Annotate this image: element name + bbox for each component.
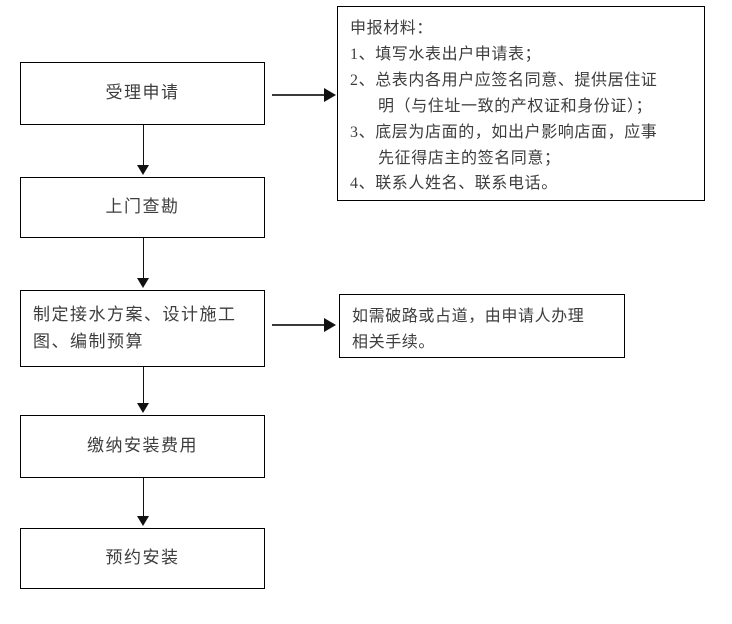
info-line: 4、联系人姓名、联系电话。 <box>350 175 558 193</box>
info-line: 2、总表内各用户应签名同意、提供居住证 <box>350 71 658 89</box>
flow-step-label: 制定接水方案、设计施工图、编制预算 <box>33 305 237 351</box>
info-line: 如需破路或占道，由申请人办理 <box>352 308 585 325</box>
arrowhead-down-icon <box>137 278 149 288</box>
flow-step-pay-installation-fee[interactable]: 缴纳安装费用 <box>20 415 265 478</box>
info-line: 3、底层为店面的，如出户影响店面，应事 <box>350 123 658 141</box>
info-box-road-permit-note: 如需破路或占道，由申请人办理 相关手续。 <box>339 294 625 358</box>
info-line: 申报材料： <box>350 20 434 37</box>
connector-arrow-right <box>272 324 326 326</box>
connector-arrow-down <box>142 125 145 167</box>
info-line: 先征得店主的签名同意； <box>378 149 561 167</box>
arrowhead-down-icon <box>137 516 149 526</box>
connector-arrow-down <box>142 238 145 280</box>
flow-step-schedule-installation[interactable]: 预约安装 <box>20 528 265 589</box>
arrowhead-down-icon <box>137 165 149 175</box>
connector-arrow-down <box>142 367 145 405</box>
connector-arrow-down <box>142 478 145 518</box>
info-line: 1、填写水表出户申请表； <box>350 45 542 63</box>
flow-step-label: 预约安装 <box>105 548 180 568</box>
arrowhead-right-icon <box>324 318 336 332</box>
flow-step-site-survey[interactable]: 上门查勘 <box>20 177 265 238</box>
flow-step-label: 受理申请 <box>105 83 180 103</box>
arrowhead-down-icon <box>137 403 149 413</box>
info-line: 相关手续。 <box>352 333 436 351</box>
flow-step-plan-design-budget[interactable]: 制定接水方案、设计施工图、编制预算 <box>20 290 265 367</box>
connector-arrow-right <box>272 94 326 96</box>
arrowhead-right-icon <box>324 88 336 102</box>
info-line: 明（与住址一致的产权证和身份证）； <box>378 97 653 115</box>
flow-step-label: 缴纳安装费用 <box>87 436 198 456</box>
flow-step-label: 上门查勘 <box>105 197 180 217</box>
info-box-required-materials: 申报材料： 1、填写水表出户申请表； 2、总表内各用户应签名同意、提供居住证 明… <box>337 6 705 201</box>
flow-step-receive-application[interactable]: 受理申请 <box>20 62 265 125</box>
